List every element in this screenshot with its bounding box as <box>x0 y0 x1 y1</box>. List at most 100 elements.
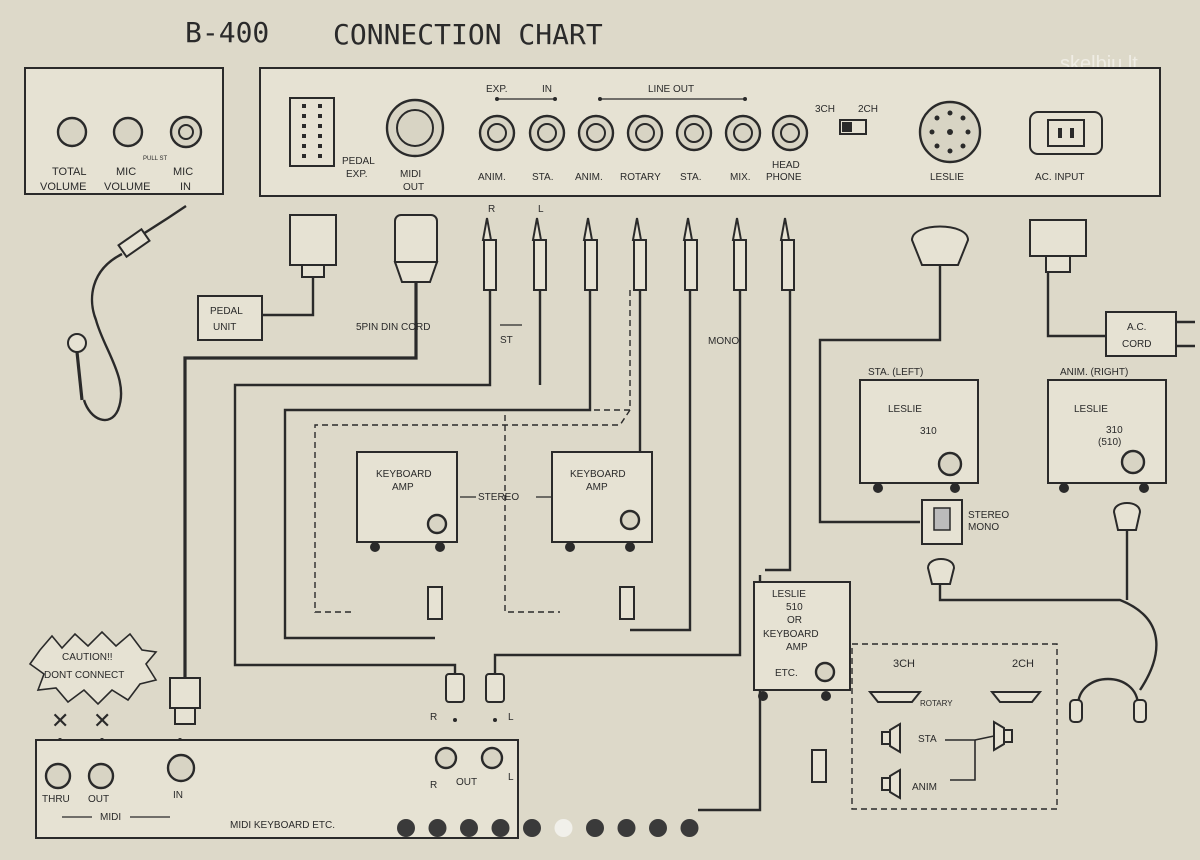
leslie-310-right: ANIM. (RIGHT) LESLIE 310 (510) <box>1047 367 1167 493</box>
jack-label-0: ANIM. <box>478 172 506 183</box>
rear-panel: PEDAL EXP. MIDI OUT EXP. IN LINE OUT ANI… <box>259 67 1161 197</box>
pager-dot[interactable] <box>428 819 447 837</box>
jack-label-1: STA. <box>532 172 553 183</box>
total-volume-knob <box>56 116 88 148</box>
stereo-label: STEREO <box>478 492 519 503</box>
kbd-amp-2-label-2: AMP <box>586 482 608 493</box>
cable-plugs: R L ST MONO <box>481 204 795 347</box>
jack-label-6: HEAD <box>772 160 800 171</box>
pedal-unit-label-1: PEDAL <box>210 306 243 317</box>
kbd-amp-1-label-1: KEYBOARD <box>376 469 432 480</box>
anim-right-label: ANIM. (RIGHT) <box>1060 367 1128 378</box>
ac-cord: A.C. CORD <box>1029 219 1195 357</box>
exp-label: EXP. <box>346 169 368 180</box>
pager-dot[interactable] <box>586 819 604 837</box>
carousel-pager <box>397 819 699 837</box>
out-label: OUT <box>88 794 109 805</box>
leslie-label: LESLIE <box>930 172 964 183</box>
microphone-icon <box>67 333 87 353</box>
leslie-a-label: LESLIE <box>888 404 922 415</box>
midi-in-jack <box>166 753 196 783</box>
leslie-510-box: LESLIE 510 OR KEYBOARD AMP ETC. <box>753 581 851 783</box>
mono-label: MONO <box>708 336 739 347</box>
mic-in-label-top: MIC <box>173 166 193 178</box>
in-header: IN <box>542 84 552 95</box>
pager-dot[interactable] <box>680 819 699 837</box>
mic-in-label-bottom: IN <box>180 181 191 193</box>
caution-bubble: CAUTION!! DONT CONNECT ✕ ✕ <box>28 630 182 742</box>
microphone <box>67 205 187 422</box>
front-panel: TOTAL VOLUME MIC VOLUME MIC IN PULL ST <box>24 67 224 195</box>
pager-dot[interactable] <box>523 819 541 837</box>
line-out-header: LINE OUT <box>648 84 694 95</box>
leslie-310-left: STA. (LEFT) LESLIE 310 <box>859 367 979 493</box>
total-label: TOTAL <box>52 166 86 178</box>
caution-label-2: DONT CONNECT <box>44 670 124 681</box>
pedal-label: PEDAL <box>342 156 375 167</box>
st-label: ST <box>500 335 513 346</box>
pager-dot[interactable] <box>554 819 573 837</box>
r-out-label: R <box>430 780 437 791</box>
leslie510-label-6: ETC. <box>775 668 798 679</box>
pedal-exp-connector <box>289 97 335 167</box>
leslie510-label-4: KEYBOARD <box>763 629 819 640</box>
midi-out-jack <box>87 762 115 790</box>
l-out-label: L <box>508 772 514 783</box>
r-label-bottom: R <box>430 712 437 723</box>
leslie-b-label: LESLIE <box>1074 404 1108 415</box>
sta-label: STA <box>918 734 937 745</box>
kbd-amp-1-label-2: AMP <box>392 482 414 493</box>
mic-in-jack <box>169 115 203 149</box>
line-jacks <box>478 114 809 152</box>
in-label: IN <box>173 790 183 801</box>
thru-label: THRU <box>42 794 70 805</box>
mic-volume-knob <box>112 116 144 148</box>
chart-title: CONNECTION CHART <box>333 18 603 51</box>
ch2-label: 2CH <box>858 104 878 115</box>
jack-label-5: MIX. <box>730 172 751 183</box>
model-title: B-400 <box>185 16 269 49</box>
pull-st-label: PULL ST <box>143 156 167 162</box>
leslie-cable <box>818 225 970 524</box>
jack-label-4: STA. <box>680 172 701 183</box>
rca-plugs: R L <box>430 673 514 723</box>
stereo-switch-label-1: STEREO <box>968 510 1009 521</box>
din-cord-label: 5PIN DIN CORD <box>356 322 430 333</box>
leslie510-label-3: OR <box>787 615 802 626</box>
keyboard-amp-right: KEYBOARD AMP <box>551 451 653 620</box>
leslie-a-num: 310 <box>920 426 937 437</box>
pager-dot[interactable] <box>397 819 415 837</box>
keyboard-amp-left: KEYBOARD AMP <box>356 451 458 620</box>
volume-label-1: VOLUME <box>40 181 86 193</box>
midi-keyboard-title: MIDI KEYBOARD ETC. <box>230 820 335 831</box>
kbd-amp-2-label-1: KEYBOARD <box>570 469 626 480</box>
pager-dot[interactable] <box>460 819 478 837</box>
leslie-b-num1: 310 <box>1106 425 1123 436</box>
x-mark-out: ✕ <box>93 708 111 733</box>
din-cord: 5PIN DIN CORD <box>169 214 439 725</box>
rotary-label: ROTARY <box>920 699 953 708</box>
pager-dot[interactable] <box>617 819 636 837</box>
ac-input-label: AC. INPUT <box>1035 172 1084 183</box>
midi-thru-jack <box>44 762 72 790</box>
ch3-label: 3CH <box>815 104 835 115</box>
pedal-unit-label-2: UNIT <box>213 322 236 333</box>
ac-cord-label-1: A.C. <box>1127 322 1146 333</box>
stereo-switch-label-2: MONO <box>968 522 999 533</box>
jack-label-3: ROTARY <box>620 172 661 183</box>
leslie510-label-5: AMP <box>786 642 808 653</box>
exp-header: EXP. <box>486 84 508 95</box>
midi-keyboard: THRU OUT IN MIDI MIDI KEYBOARD ETC. R OU… <box>35 739 519 839</box>
midi-label-bottom: MIDI <box>100 812 121 823</box>
ch3-box-label: 3CH <box>893 658 915 670</box>
pager-dot[interactable] <box>491 819 510 837</box>
volume-label-2: VOLUME <box>104 181 150 193</box>
l-label-bottom: L <box>508 712 514 723</box>
x-mark-thru: ✕ <box>51 708 69 733</box>
pedal-unit: PEDAL UNIT <box>197 214 337 341</box>
leslie510-label-1: LESLIE <box>772 589 806 600</box>
pager-dot[interactable] <box>649 819 667 837</box>
channel-speaker-box: 3CH 2CH ROTARY STA ANIM <box>851 643 1058 810</box>
phone-label: PHONE <box>766 172 802 183</box>
